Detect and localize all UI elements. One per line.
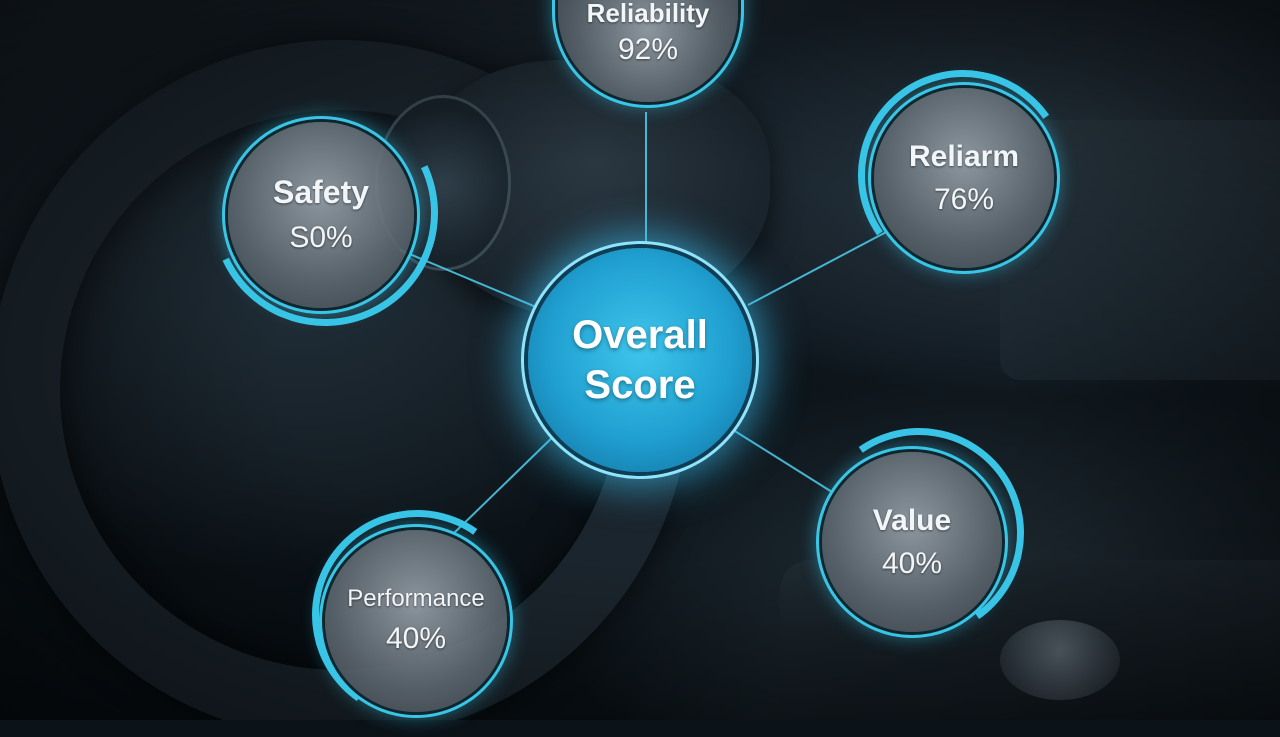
car-interior-background [0,0,1280,720]
reliam-value: 76% [933,182,995,216]
connector-reliam [747,229,891,306]
connector-safety [399,249,549,313]
value-label: Value [872,503,952,537]
reliam-label: Reliarm [908,139,1020,173]
connector-value [729,427,833,493]
performance-label: Performance [347,584,485,612]
connector-performance [451,429,561,536]
reliam-node[interactable]: Reliarm 76% [874,88,1054,268]
overall-score-node[interactable]: Overall Score [528,248,752,472]
performance-node[interactable]: Performance 40% [325,530,507,712]
connector-lines [399,112,891,536]
overall-score-line2: Score [584,363,696,407]
overall-score-line1: Overall [572,313,708,357]
reliability-value: 92% [617,33,679,67]
value-value: 40% [881,546,943,580]
safety-value: S0% [289,220,353,254]
performance-value: 40% [385,622,447,656]
safety-label: Safety [272,174,370,211]
reliability-label: Reliability [586,0,710,28]
value-node[interactable]: Value 40% [822,452,1002,632]
safety-node[interactable]: Safety S0% [228,122,414,308]
